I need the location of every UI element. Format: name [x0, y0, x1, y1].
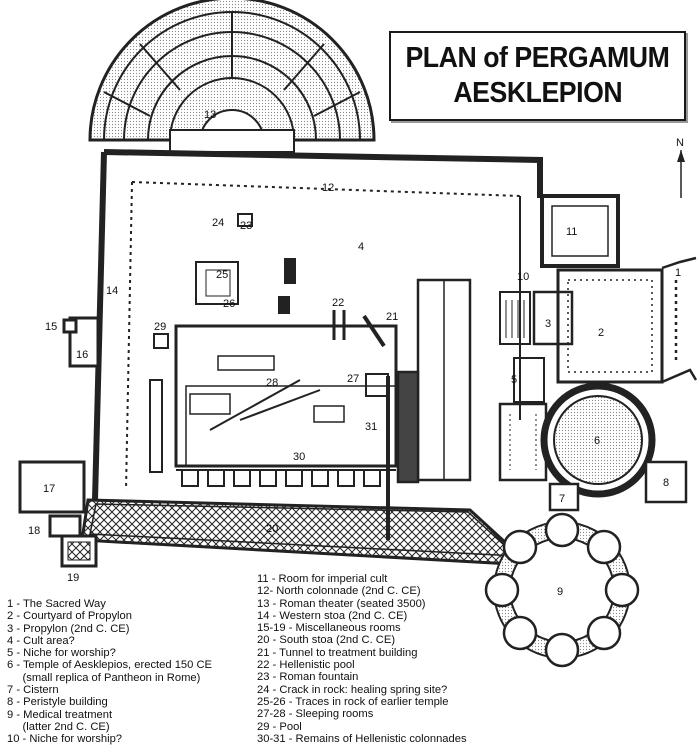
legend-item: 21 - Tunnel to treatment building — [257, 646, 418, 659]
legend-item: 4 - Cult area? — [7, 634, 75, 647]
map-label-14: 14 — [106, 285, 118, 297]
map-label-15: 15 — [45, 321, 57, 333]
legend-left-column: 1 - The Sacred Way 2 - Courtyard of Prop… — [7, 598, 212, 746]
map-label-1: 1 — [675, 267, 681, 279]
legend-item: 24 - Crack in rock: healing spring site? — [257, 683, 448, 696]
map-label-13: 13 — [204, 109, 216, 121]
medical-treatment-building — [484, 512, 640, 668]
map-title-line-1: PLAN of PERGAMUM — [405, 42, 670, 74]
map-label-7: 7 — [559, 493, 565, 505]
map-label-11: 11 — [566, 226, 577, 238]
north-arrow-icon: N — [676, 137, 685, 198]
map-label-6: 6 — [594, 435, 600, 447]
interior-structures — [149, 213, 472, 540]
legend-item: 29 - Pool — [257, 720, 302, 733]
misc-rooms — [18, 316, 100, 568]
map-label-24: 24 — [212, 217, 224, 229]
map-label-30: 30 — [293, 451, 305, 463]
map-label-29: 29 — [154, 321, 166, 333]
map-label-20: 20 — [266, 523, 278, 535]
map-label-3: 3 — [545, 318, 551, 330]
map-label-22: 22 — [332, 297, 344, 309]
propylon-courtyard — [499, 268, 664, 403]
map-label-31: 31 — [365, 421, 377, 433]
map-label-12: 12 — [322, 182, 334, 194]
map-label-27: 27 — [347, 373, 359, 385]
legend-item: 12- North colonnade (2nd C. CE) — [257, 585, 421, 598]
map-title-box: PLAN of PERGAMUM AESKLEPION — [389, 31, 686, 121]
sacred-way — [661, 256, 698, 384]
map-label-8: 8 — [663, 477, 669, 489]
legend-item: 3 - Propylon (2nd C. CE) — [7, 622, 130, 635]
map-label-9: 9 — [557, 586, 563, 598]
map-label-28: 28 — [266, 377, 278, 389]
legend-item: 23 - Roman fountain — [257, 671, 359, 684]
legend-item: 6 - Temple of Aesklepios, erected 150 CE — [7, 659, 213, 672]
map-label-17: 17 — [43, 483, 55, 495]
legend-item: 13 - Roman theater (seated 3500) — [257, 597, 426, 610]
map-label-26: 26 — [223, 298, 235, 310]
map-label-2: 2 — [598, 327, 604, 339]
south-stoa — [80, 498, 535, 567]
imperial-cult-room — [540, 194, 620, 268]
roman-theater — [88, 0, 376, 153]
map-label-5: 5 — [511, 374, 517, 386]
legend-item: (latter 2nd C. CE) — [7, 720, 110, 733]
peristyle-and-cistern — [548, 460, 688, 512]
map-label-21: 21 — [386, 311, 398, 323]
map-label-23: 23 — [240, 220, 252, 232]
legend-item: 27-28 - Sleeping rooms — [257, 708, 374, 721]
legend-item: 2 - Courtyard of Propylon — [7, 610, 132, 623]
map-label-19: 19 — [67, 572, 79, 584]
legend-item: 7 - Cistern — [7, 684, 59, 697]
legend-item: 10 - Niche for worship? — [7, 733, 123, 746]
legend-item: 9 - Medical treatment — [7, 708, 113, 721]
legend-item: 22 - Hellenistic pool — [257, 659, 355, 672]
map-label-25: 25 — [216, 269, 228, 281]
map-label-16: 16 — [76, 349, 88, 361]
map-number-labels: 1 2 3 4 5 6 7 8 9 10 11 12 13 14 15 16 1… — [28, 109, 681, 598]
legend-item: 14 - Western stoa (2nd C. CE) — [257, 609, 408, 622]
legend-item: 5 - Niche for worship? — [7, 647, 116, 660]
temple-of-aesklepios — [498, 382, 656, 498]
legend-item: 1 - The Sacred Way — [7, 598, 106, 610]
legend-item: 15-19 - Miscellaneous rooms — [257, 622, 401, 635]
legend-item: 20 - South stoa (2nd C. CE) — [257, 634, 396, 647]
map-title-line-2: AESKLEPION — [453, 77, 622, 109]
legend-item: 30-31 - Remains of Hellenistic colonnade… — [257, 732, 467, 745]
north-label: N — [676, 137, 684, 149]
legend-right-column: 11 - Room for imperial cult 12- North co… — [257, 573, 467, 745]
legend-item: 8 - Peristyle building — [7, 696, 108, 709]
map-label-4: 4 — [358, 241, 364, 253]
legend-item: 25-26 - Traces in rock of earlier temple — [257, 695, 449, 708]
map-label-10: 10 — [517, 271, 529, 283]
legend-item: 11 - Room for imperial cult — [257, 573, 388, 585]
map-label-18: 18 — [28, 525, 40, 537]
legend-item: (small replica of Pantheon in Rome) — [7, 671, 201, 684]
